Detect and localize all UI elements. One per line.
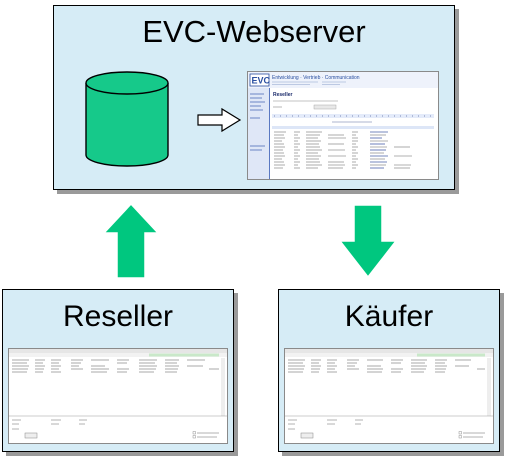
reseller-title: Reseller <box>62 300 174 333</box>
kaeufer-title: Käufer <box>344 300 434 333</box>
database-cylinder-icon <box>85 71 169 167</box>
webpage-section-title: Reseller <box>273 92 293 98</box>
webserver-box: EVC-Webserver EVC Entwicklung · Vertrieb… <box>53 5 455 190</box>
webpage-thumbnail-graphic: EVC Entwicklung · Vertrieb · Communicati… <box>248 72 438 179</box>
right-arrow-icon <box>197 107 242 133</box>
webserver-title: EVC-Webserver <box>142 14 366 49</box>
reseller-app-graphic <box>9 349 227 443</box>
down-arrow-icon <box>338 204 398 279</box>
kaeufer-app-graphic <box>285 349 493 443</box>
webpage-logo: EVC <box>252 76 271 86</box>
kaeufer-app-thumbnail <box>284 348 494 444</box>
up-arrow-icon <box>102 202 160 279</box>
reseller-app-thumbnail <box>8 348 228 444</box>
webpage-thumbnail: EVC Entwicklung · Vertrieb · Communicati… <box>247 71 439 180</box>
webpage-header-text: Entwicklung · Vertrieb · Communication <box>272 75 360 81</box>
reseller-box: Reseller <box>2 289 234 452</box>
kaeufer-box: Käufer <box>278 289 500 452</box>
